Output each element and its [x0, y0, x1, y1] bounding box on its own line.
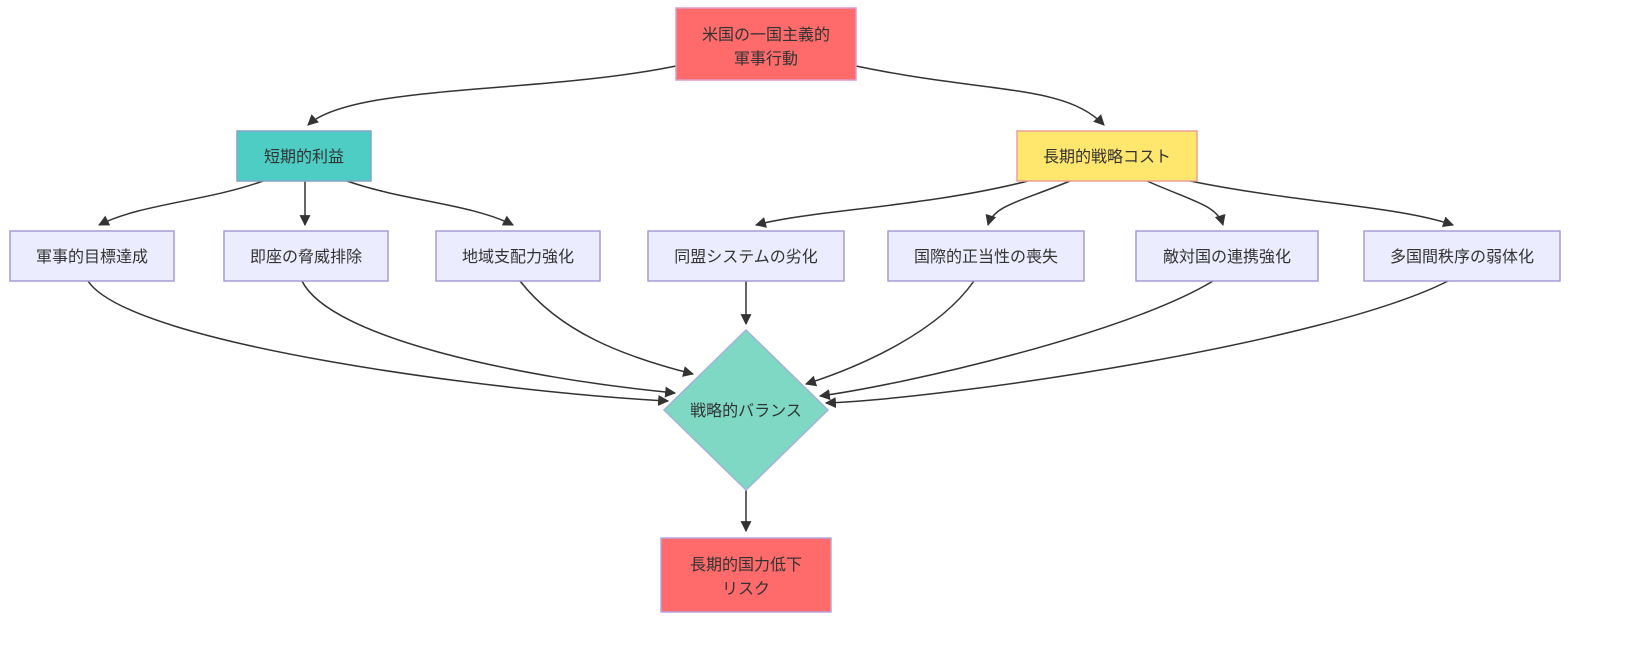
node-long-term-box — [1016, 130, 1198, 182]
edge-root-to-long-term — [855, 65, 1105, 126]
edge-long-term-to-e1 — [754, 180, 1029, 228]
node-d1: 軍事的目標達成 — [9, 230, 175, 282]
node-balance-label: 戦略的バランス — [690, 402, 802, 420]
node-root-box — [675, 7, 857, 81]
node-long-term: 長期的戦略コスト — [1016, 130, 1198, 182]
edge-e2-to-balance — [804, 280, 975, 387]
node-d2: 即座の脅威排除 — [223, 230, 389, 282]
node-e3: 敵対国の連携強化 — [1135, 230, 1319, 282]
node-e3-box — [1135, 230, 1319, 282]
node-e4-label: 多国間秩序の弱体化 — [1390, 248, 1534, 266]
edge-root-to-short-term — [307, 65, 677, 126]
edge-layer — [87, 65, 1455, 533]
node-e2-box — [887, 230, 1085, 282]
node-short-term: 短期的利益 — [236, 130, 372, 182]
edge-d3-to-balance — [519, 280, 695, 377]
node-risk-label-line2: リスク — [722, 580, 770, 598]
node-e2-label: 国際的正当性の喪失 — [914, 248, 1058, 266]
node-short-term-box — [236, 130, 372, 182]
node-d2-label: 即座の脅威排除 — [250, 248, 362, 266]
edge-short-term-to-d1 — [98, 180, 264, 226]
node-short-term-label: 短期的利益 — [264, 148, 344, 166]
edge-d2-to-balance — [301, 280, 677, 398]
edge-short-term-to-d3 — [346, 180, 514, 226]
node-e2: 国際的正当性の喪失 — [887, 230, 1085, 282]
node-e1-label: 同盟システムの劣化 — [674, 248, 818, 266]
node-d3-label: 地域支配力強化 — [462, 248, 574, 266]
node-e1-box — [647, 230, 845, 282]
node-d3-box — [435, 230, 601, 282]
node-root-label-line2: 軍事行動 — [734, 50, 798, 68]
node-root-label-line1: 米国の一国主義的 — [702, 26, 830, 44]
node-risk: 長期的国力低下 リスク — [660, 537, 832, 613]
edge-d1-to-balance — [87, 280, 670, 406]
node-d2-box — [223, 230, 389, 282]
node-risk-label-line1: 長期的国力低下 — [690, 556, 802, 574]
node-e1: 同盟システムの劣化 — [647, 230, 845, 282]
node-long-term-label: 長期的戦略コスト — [1043, 148, 1171, 166]
node-d1-label: 軍事的目標達成 — [36, 248, 148, 266]
edge-long-term-to-e3 — [1146, 180, 1226, 227]
edge-e4-to-balance — [824, 280, 1449, 409]
edge-long-term-to-e4 — [1189, 180, 1455, 227]
node-d1-box — [9, 230, 175, 282]
node-root: 米国の一国主義的 軍事行動 — [675, 7, 857, 81]
edge-long-term-to-e2 — [985, 180, 1071, 227]
node-balance-diamond — [662, 328, 830, 492]
edge-e3-to-balance — [818, 280, 1214, 401]
node-balance: 戦略的バランス — [662, 328, 830, 492]
node-e4-box — [1363, 230, 1561, 282]
node-d3: 地域支配力強化 — [435, 230, 601, 282]
node-e4: 多国間秩序の弱体化 — [1363, 230, 1561, 282]
node-e3-label: 敵対国の連携強化 — [1163, 248, 1291, 266]
node-risk-box — [660, 537, 832, 613]
